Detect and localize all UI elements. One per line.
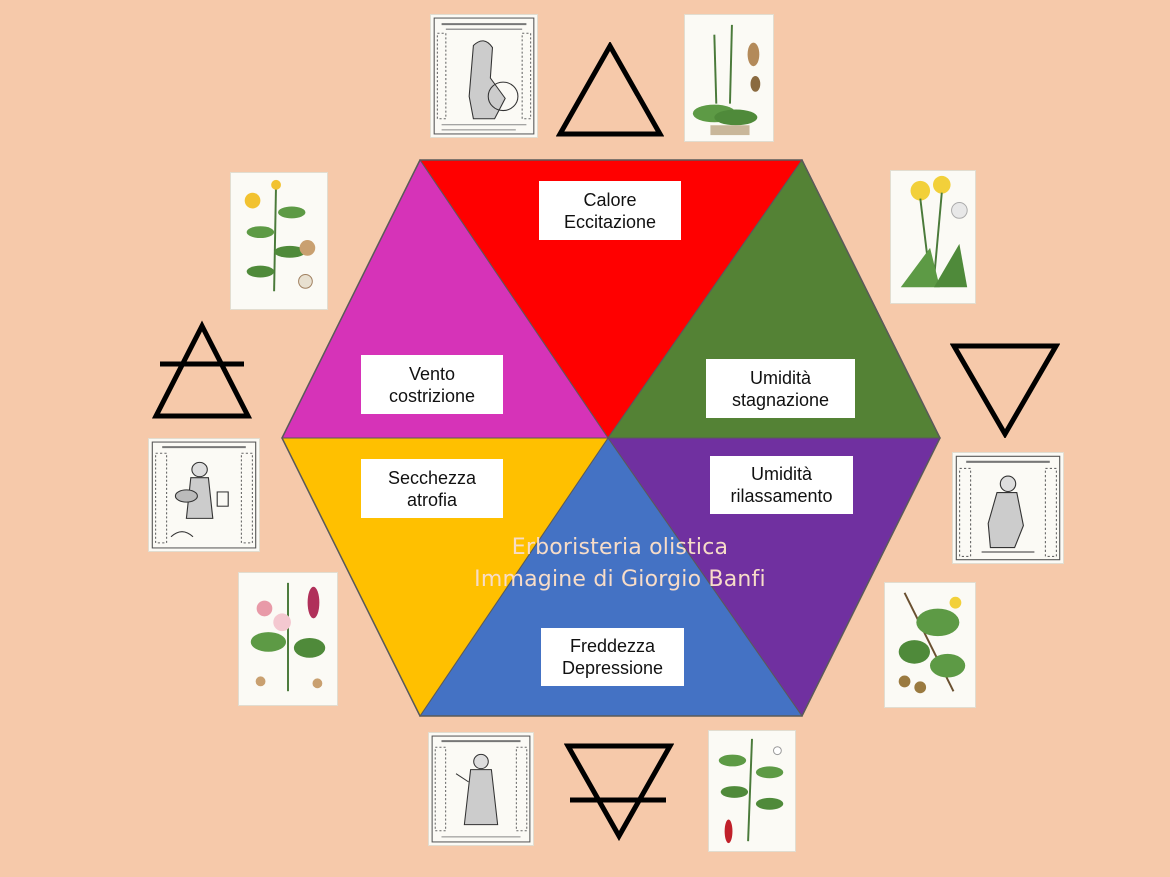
fire-triangle-icon bbox=[556, 42, 664, 137]
botanical-plate-lower-left bbox=[238, 572, 338, 706]
water-triangle-icon bbox=[950, 343, 1060, 438]
watermark: Erboristeria olistica Immagine di Giorgi… bbox=[474, 535, 766, 592]
engraving-figure-right bbox=[952, 452, 1064, 564]
botanical-plate-upper-right bbox=[890, 170, 976, 304]
earth-triangle-icon bbox=[564, 743, 674, 842]
engraving-figure-top bbox=[430, 14, 538, 138]
botanical-plate-lower-right bbox=[884, 582, 976, 708]
botanical-plate-bottom bbox=[708, 730, 796, 852]
engraving-figure-bottom bbox=[428, 732, 534, 846]
hexagon-outline bbox=[281, 159, 941, 717]
air-triangle-icon bbox=[152, 320, 252, 419]
engraving-figure-left bbox=[148, 438, 260, 552]
botanical-plate-top bbox=[684, 14, 774, 142]
botanical-plate-upper-left bbox=[230, 172, 328, 310]
